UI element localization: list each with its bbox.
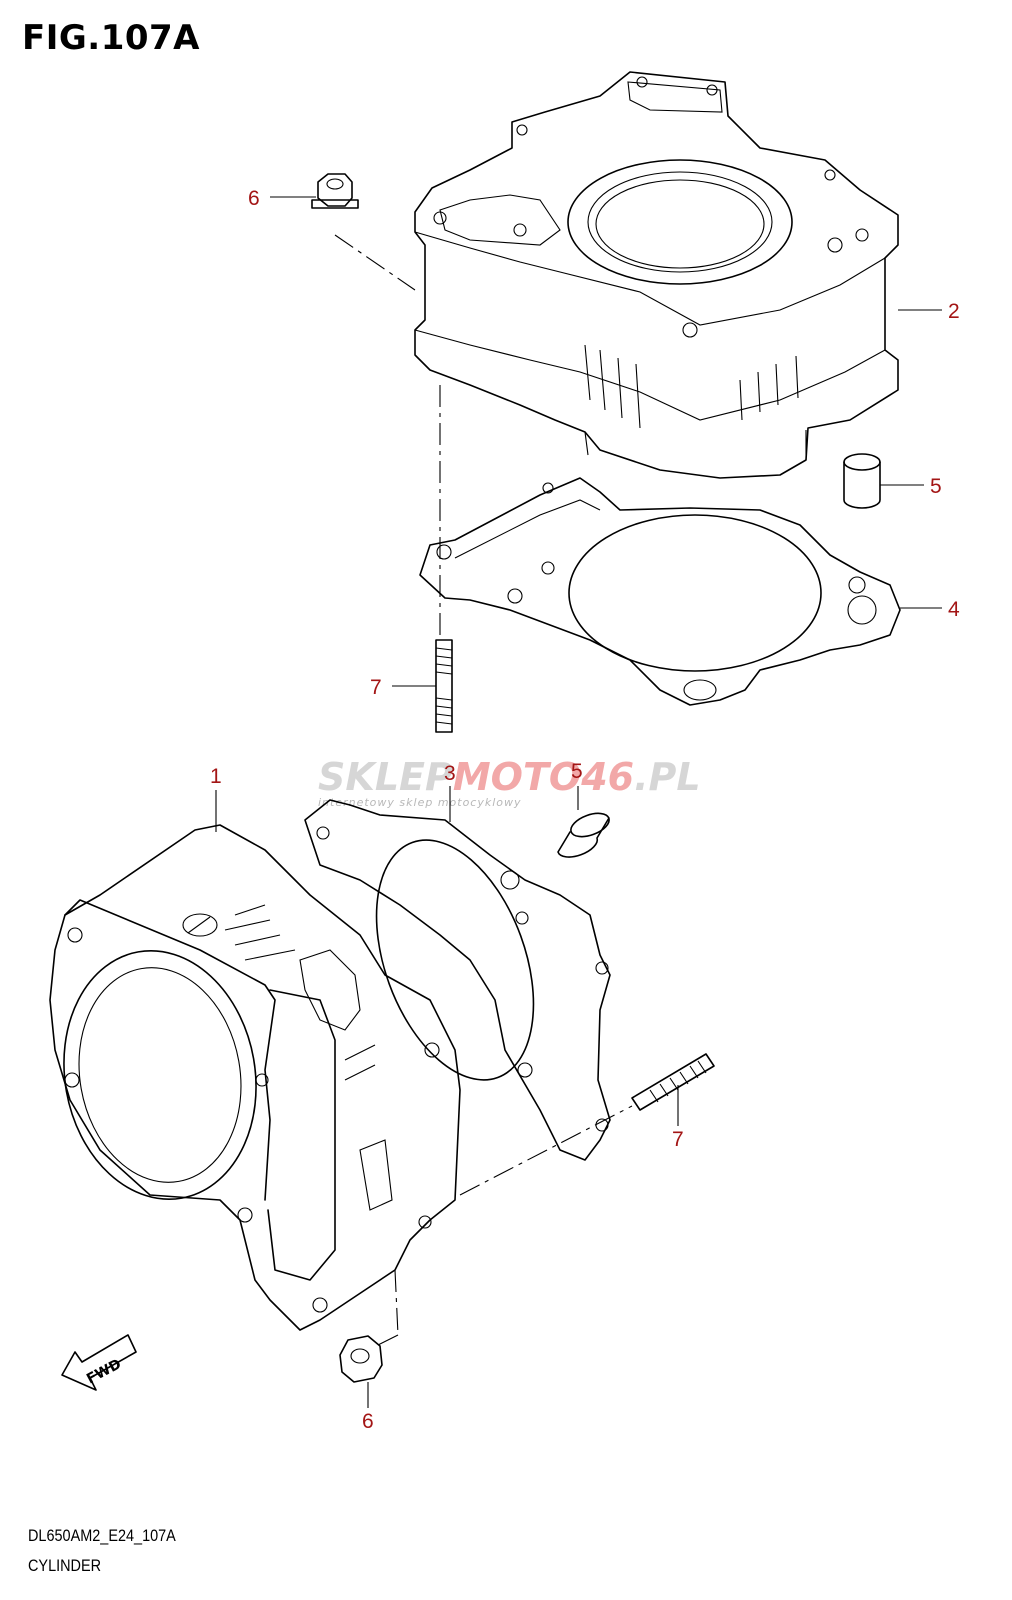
upper-cylinder xyxy=(414,71,899,479)
figure-title: FIG.107A xyxy=(22,18,200,58)
callout-lower-gasket-3: 3 xyxy=(444,762,456,785)
watermark: SKLEPMOTO46.PL internetowy sklep motocyk… xyxy=(318,755,701,809)
callout-lower-dowel-5: 5 xyxy=(571,760,583,783)
upper-dowel xyxy=(843,453,881,509)
figure-code: DL650AM2_E24_107A xyxy=(28,1526,176,1545)
watermark-text-b: MOTO xyxy=(453,755,581,799)
lower-dowel xyxy=(557,812,610,858)
callout-lower-cylinder-1: 1 xyxy=(210,765,222,788)
watermark-text-d: .PL xyxy=(634,755,701,799)
watermark-text-a: SKLEP xyxy=(318,755,453,799)
callout-upper-cylinder-2: 2 xyxy=(948,300,960,323)
callouts: 6 2 5 4 7 1 3 5 7 6 xyxy=(210,187,960,1433)
leader-lines xyxy=(215,196,942,1408)
callout-lower-nut-6: 6 xyxy=(362,1410,374,1433)
callout-upper-stud-7: 7 xyxy=(370,676,382,699)
callout-lower-stud-7: 7 xyxy=(672,1128,684,1151)
upper-gasket xyxy=(419,477,901,706)
lower-nut xyxy=(339,1335,383,1383)
lower-stud xyxy=(631,1053,715,1111)
upper-stud xyxy=(435,639,453,733)
upper-nut xyxy=(311,173,359,209)
callout-upper-dowel-5: 5 xyxy=(930,475,942,498)
fwd-arrow: FWD xyxy=(61,1334,137,1391)
callout-upper-gasket-4: 4 xyxy=(948,598,960,621)
callout-upper-nut-6: 6 xyxy=(248,187,260,210)
watermark-subtitle: internetowy sklep motocyklowy xyxy=(318,796,522,809)
lower-gasket xyxy=(304,799,611,1161)
fwd-arrow-label: FWD xyxy=(84,1356,124,1387)
svg-text:SKLEPMOTO46.PL: SKLEPMOTO46.PL xyxy=(318,755,701,799)
figure-name: CYLINDER xyxy=(28,1556,102,1575)
watermark-text-c: 46 xyxy=(580,755,634,799)
lower-cylinder xyxy=(49,824,461,1331)
